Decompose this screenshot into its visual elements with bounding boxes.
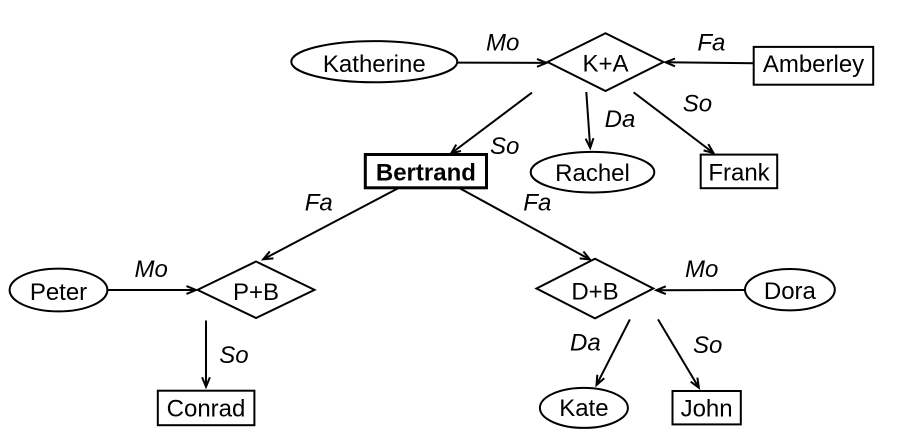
svg-text:Dora: Dora	[764, 278, 817, 305]
svg-text:Mo: Mo	[685, 256, 718, 283]
svg-text:So: So	[219, 342, 248, 369]
svg-text:P+B: P+B	[233, 279, 279, 306]
svg-text:Bertrand: Bertrand	[376, 160, 476, 187]
svg-text:Fa: Fa	[697, 29, 725, 56]
svg-text:Frank: Frank	[708, 159, 770, 186]
svg-text:Fa: Fa	[523, 190, 551, 217]
svg-text:K+A: K+A	[582, 51, 628, 78]
svg-text:Da: Da	[605, 106, 636, 133]
svg-text:Mo: Mo	[135, 256, 168, 283]
svg-text:So: So	[490, 133, 519, 160]
svg-text:Rachel: Rachel	[555, 160, 630, 187]
svg-text:So: So	[693, 332, 722, 359]
svg-text:Da: Da	[570, 330, 601, 357]
svg-text:Conrad: Conrad	[167, 395, 246, 422]
svg-text:D+B: D+B	[571, 279, 618, 306]
svg-text:Mo: Mo	[486, 29, 519, 56]
svg-text:John: John	[681, 395, 733, 422]
svg-text:Amberley: Amberley	[763, 51, 864, 78]
svg-text:Katherine: Katherine	[323, 51, 426, 78]
svg-text:Peter: Peter	[30, 279, 87, 306]
svg-text:Kate: Kate	[559, 395, 608, 422]
svg-text:So: So	[683, 90, 712, 117]
svg-text:Fa: Fa	[305, 189, 333, 216]
